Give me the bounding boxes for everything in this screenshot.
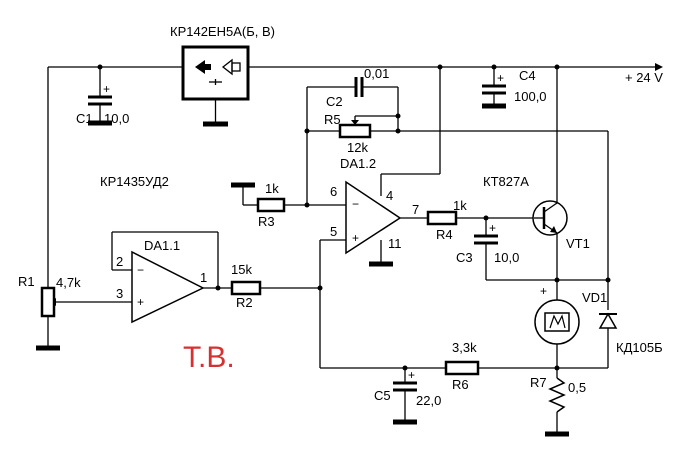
c3-value: 10,0	[494, 250, 519, 265]
regulator-label: КР142ЕН5А(Б, В)	[170, 24, 275, 39]
r1-value: 4,7k	[56, 275, 81, 290]
resistor-r4	[426, 210, 534, 226]
c2-label: C2	[326, 94, 343, 109]
motor-plus: +	[540, 284, 547, 298]
r4-label: R4	[436, 227, 453, 242]
da1-2-pin6: 6	[330, 184, 337, 199]
resistor-r2	[203, 280, 320, 296]
supply-arrow-icon	[655, 63, 663, 71]
vd1-label: VD1	[582, 290, 607, 305]
top-rail	[47, 63, 663, 288]
capacitor-c1	[88, 67, 112, 126]
da1-2-pin7: 7	[412, 202, 419, 217]
r1-label: R1	[18, 274, 35, 289]
resistor-r5	[304, 87, 608, 205]
da1-1-pin1: 1	[200, 270, 207, 285]
transistor-type-label: КТ827А	[483, 174, 529, 189]
c4-value: 100,0	[514, 89, 547, 104]
r3-label: R3	[258, 214, 275, 229]
c1-value: 10,0	[104, 111, 129, 126]
diode-vd1	[557, 131, 618, 369]
da1-1-plus: +	[137, 295, 144, 309]
da1-1-minus: −	[137, 263, 144, 277]
r2-value: 15k	[231, 262, 252, 277]
capacitor-c3	[474, 218, 608, 283]
c1-label: C1	[76, 111, 93, 126]
da1-1-pin2: 2	[116, 254, 123, 269]
transistor-vt1	[532, 67, 568, 300]
c3-plus: +	[489, 221, 496, 235]
da1-2-pin11: 11	[388, 236, 402, 251]
r7-value: 0,5	[568, 380, 586, 395]
da1-2-label: DA1.2	[340, 156, 376, 171]
regulator-solid-arrow-icon	[195, 60, 205, 74]
voltage-regulator	[181, 45, 250, 127]
c4-plus: +	[497, 71, 504, 85]
watermark-text: Т.В.	[183, 341, 235, 374]
opamp-chip-label: КР1435УД2	[100, 174, 169, 189]
r5-value: 12k	[347, 140, 368, 155]
r6-label: R6	[452, 377, 469, 392]
da1-1-pin3: 3	[116, 286, 123, 301]
capacitor-c5	[393, 368, 417, 425]
resistor-r6	[317, 240, 557, 376]
opamp-da1-2	[320, 67, 441, 267]
c3-label: C3	[456, 250, 473, 265]
c2-value: 0,01	[364, 66, 389, 81]
r7-label: R7	[530, 375, 547, 390]
da1-2-pin4: 4	[386, 188, 393, 203]
c1-plus: +	[103, 82, 110, 96]
potentiometer-r1	[36, 286, 60, 351]
c5-plus: +	[408, 368, 415, 382]
supply-voltage-label: + 24 V	[625, 70, 663, 85]
da1-2-plus: +	[352, 231, 359, 245]
c5-value: 22,0	[416, 393, 441, 408]
capacitor-c2	[307, 77, 399, 116]
da1-1-label: DA1.1	[144, 238, 180, 253]
resistor-r7	[545, 368, 569, 437]
r4-value: 1k	[453, 198, 467, 213]
motor	[534, 299, 580, 371]
c5-label: C5	[374, 388, 391, 403]
r3-value: 1k	[265, 181, 279, 196]
r5-label: R5	[324, 112, 341, 127]
r6-value: 3,3k	[452, 340, 477, 355]
capacitor-c4	[482, 67, 506, 109]
c4-label: C4	[519, 68, 536, 83]
da1-2-pin5: 5	[330, 224, 337, 239]
da1-2-minus: −	[352, 197, 359, 211]
resistor-r3	[231, 182, 346, 213]
vt1-label: VT1	[566, 236, 590, 251]
diode-type-label: КД105Б	[616, 340, 663, 355]
r2-label: R2	[236, 295, 253, 310]
